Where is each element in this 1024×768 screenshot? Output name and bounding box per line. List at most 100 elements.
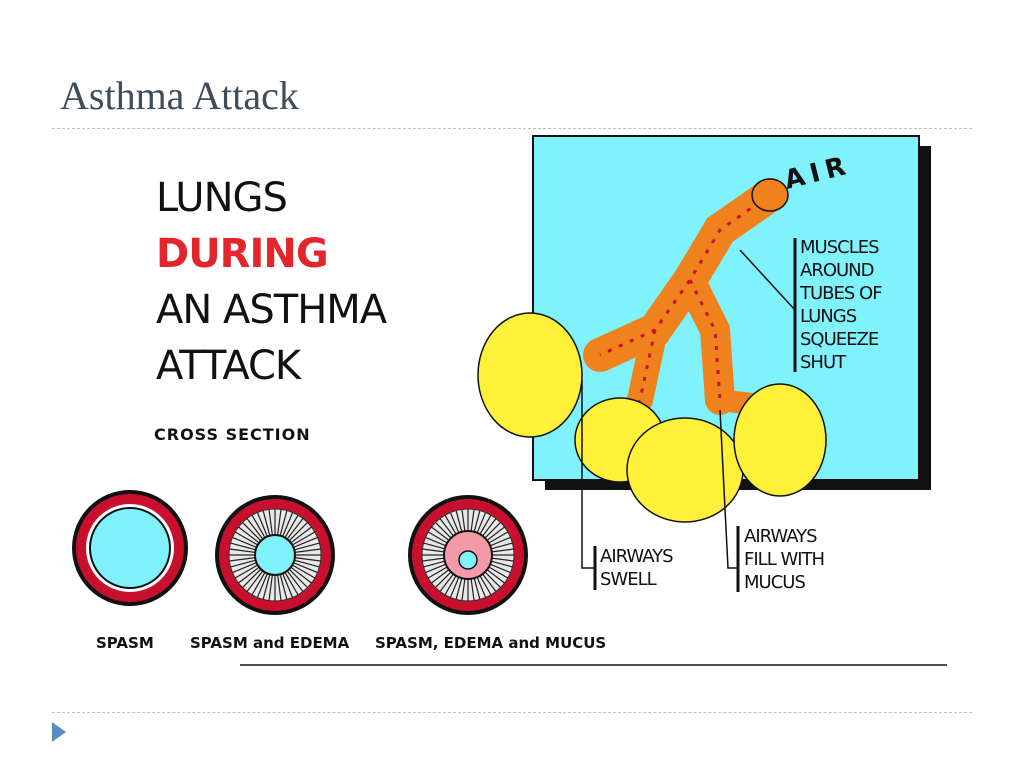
edema-stripe xyxy=(246,518,264,540)
edema-stripe xyxy=(431,526,450,541)
edema-stripe xyxy=(470,509,475,532)
caption-spasm-edema-mucus: SPASM, EDEMA and MUCUS xyxy=(375,634,607,652)
title-divider xyxy=(52,128,972,129)
edema-stripe xyxy=(435,571,452,588)
edema-stripe xyxy=(288,522,308,542)
muscles-line: SQUEEZE xyxy=(800,329,879,350)
cross-section-label: CROSS SECTION xyxy=(154,425,311,444)
edema-stripe xyxy=(282,512,294,537)
edema-stripe xyxy=(279,510,288,536)
edema-stripe xyxy=(491,542,513,550)
edema-stripe xyxy=(286,570,304,592)
edema-stripe xyxy=(431,569,450,584)
muscles-line: LUNGS xyxy=(800,306,857,327)
edema-stripe xyxy=(262,510,271,536)
edema-stripe xyxy=(284,514,299,538)
edema-stripe xyxy=(284,572,299,596)
mucus-label: AIRWAYS FILL WITH MUCUS xyxy=(744,525,825,594)
edema-stripe xyxy=(282,573,294,598)
edema-stripe xyxy=(427,531,448,544)
edema-stripe xyxy=(288,568,308,588)
edema-stripe xyxy=(290,566,312,584)
edema-stripe xyxy=(230,559,256,568)
edema-stripe xyxy=(491,548,514,553)
edema-stripe xyxy=(489,563,511,574)
edema-stripe xyxy=(449,576,460,598)
edema-stripe xyxy=(425,536,447,547)
edema-stripe xyxy=(277,574,282,601)
cross-section-spasm-edema xyxy=(215,495,335,615)
edema-stripe xyxy=(232,562,257,574)
edema-stripe xyxy=(279,574,288,600)
heading-line-1: LUNGS xyxy=(156,175,288,221)
edema-stripe xyxy=(238,566,260,584)
edema-stripe xyxy=(479,514,492,535)
triangle-right-icon[interactable] xyxy=(52,722,66,742)
edema-stripe xyxy=(435,522,452,539)
edema-stripe xyxy=(423,542,445,550)
edema-stripe xyxy=(268,574,273,601)
edema-stripe xyxy=(294,548,321,553)
edema-stripe xyxy=(491,557,514,562)
swell-line: SWELL xyxy=(600,569,657,590)
edema-stripe xyxy=(439,518,454,537)
edema-stripe xyxy=(251,514,266,538)
edema-stripe xyxy=(427,566,448,579)
edema-stripe xyxy=(256,573,268,598)
footer-divider xyxy=(52,712,972,713)
edema-stripe xyxy=(268,509,273,536)
edema-stripe xyxy=(455,510,463,532)
edema-stripe xyxy=(422,557,445,562)
edema-stripe xyxy=(488,566,509,579)
edema-stripe xyxy=(461,509,466,532)
cross-section-spasm-edema-mucus xyxy=(408,495,528,615)
edema-stripe xyxy=(482,518,497,537)
edema-stripe xyxy=(230,542,256,551)
caption-spasm-edema: SPASM and EDEMA xyxy=(190,634,350,652)
slide-title: Asthma Attack xyxy=(60,73,299,118)
edema-stripe xyxy=(473,510,481,532)
heading-line-2: DURING xyxy=(156,231,329,277)
edema-stripe xyxy=(294,542,320,551)
edema-stripe xyxy=(491,560,513,568)
edema-stripe xyxy=(277,509,282,536)
swell-label: AIRWAYS SWELL xyxy=(600,545,674,591)
caption-spasm: SPASM xyxy=(96,634,154,652)
edema-stripe xyxy=(484,571,501,588)
edema-stripe xyxy=(229,557,256,562)
diagram-heading: LUNGS DURING AN ASTHMA ATTACK xyxy=(156,170,387,394)
edema-stripe xyxy=(234,564,258,579)
edema-stripe xyxy=(292,564,316,579)
edema-stripe xyxy=(242,568,262,588)
edema-stripe xyxy=(232,536,257,548)
edema-stripe xyxy=(294,559,320,568)
edema-stripe xyxy=(461,578,466,601)
edema-stripe xyxy=(473,578,481,600)
edema-stripe xyxy=(476,512,487,534)
edema-stripe xyxy=(488,531,509,544)
edema-stripe xyxy=(290,526,312,544)
edema-stripe xyxy=(439,573,454,592)
edema-stripe xyxy=(455,578,463,600)
heading-line-3: AN ASTHMA xyxy=(156,287,387,333)
muscles-line: MUSCLES xyxy=(800,237,880,258)
heading-line-4: ATTACK xyxy=(156,343,301,389)
swell-line: AIRWAYS xyxy=(600,546,674,567)
mucus-line: AIRWAYS xyxy=(744,526,818,547)
edema-stripe xyxy=(484,522,501,539)
edema-stripe xyxy=(293,536,318,548)
edema-stripe xyxy=(292,531,316,546)
edema-stripe xyxy=(425,563,447,574)
edema-stripe xyxy=(246,570,264,592)
edema-stripe xyxy=(444,575,457,596)
edema-stripe xyxy=(470,578,475,601)
edema-stripe xyxy=(479,575,492,596)
edema-stripe xyxy=(476,576,487,598)
muscles-line: SHUT xyxy=(800,352,846,373)
edema-stripe xyxy=(242,522,262,542)
edema-stripe xyxy=(251,572,266,596)
muscles-line: AROUND xyxy=(800,260,874,281)
edema-stripe xyxy=(229,548,256,553)
label-pointers xyxy=(581,238,797,592)
